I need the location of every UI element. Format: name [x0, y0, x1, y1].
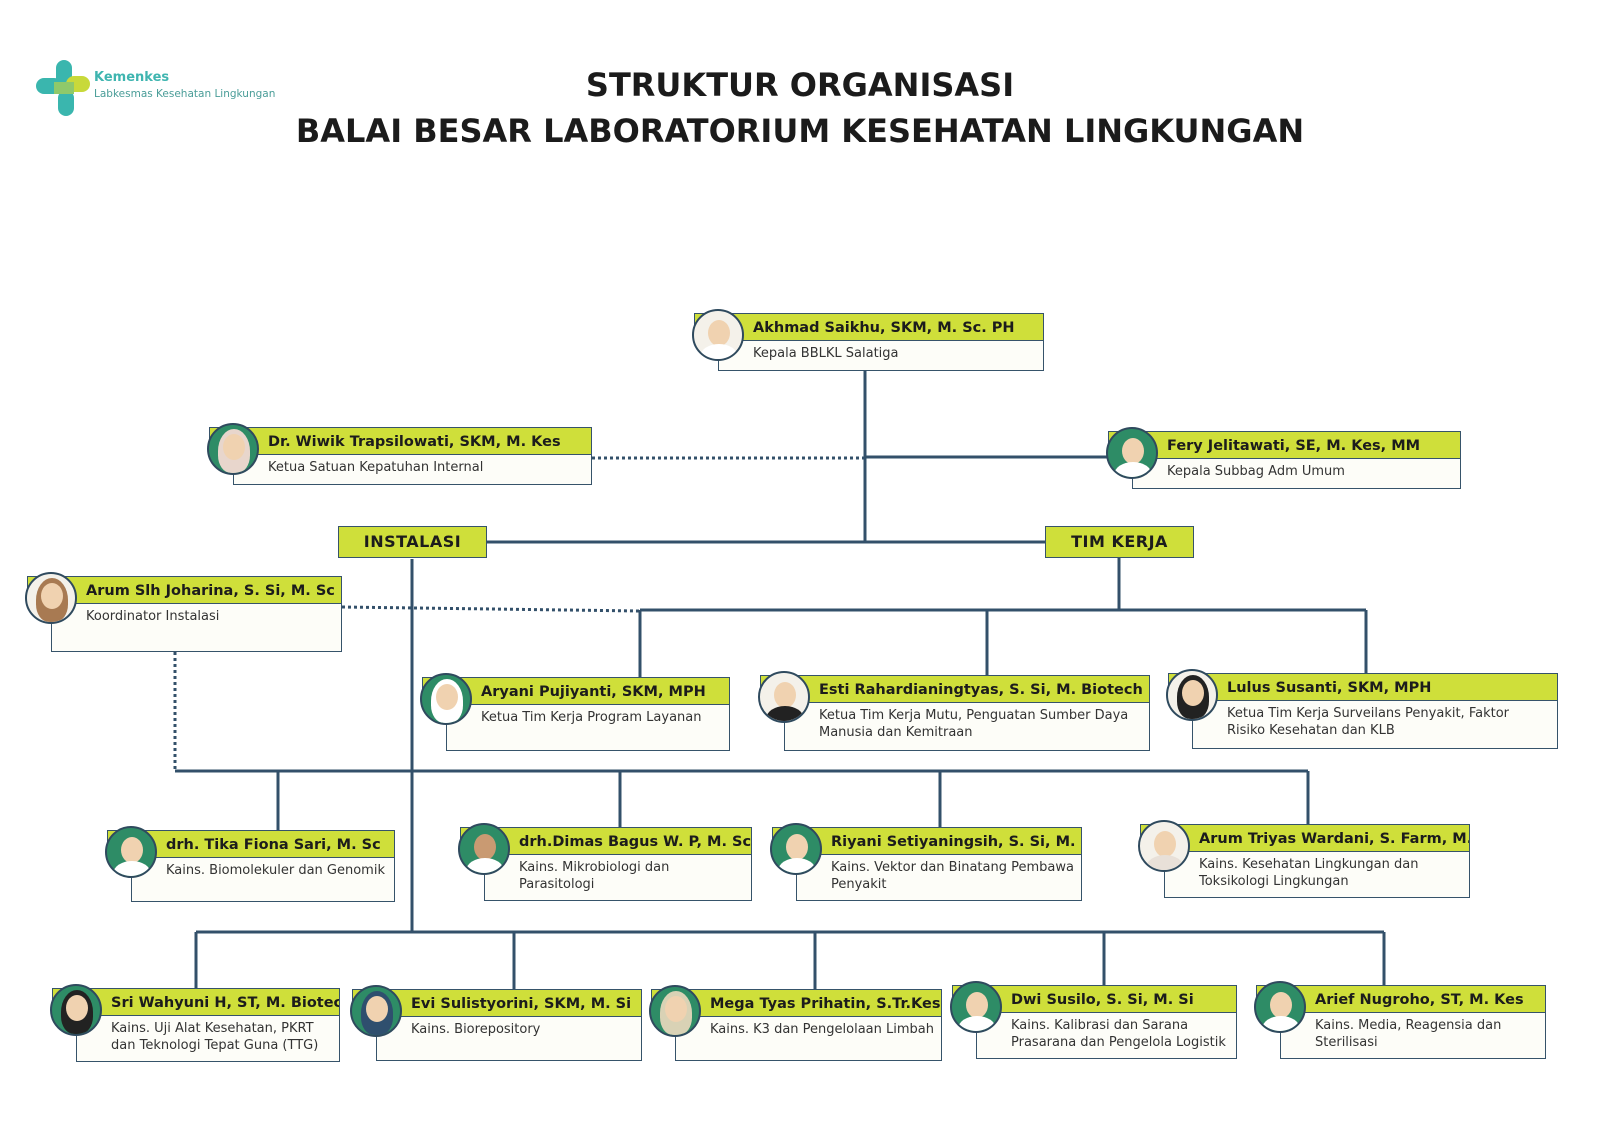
person-avatar: [649, 985, 701, 1037]
person-avatar: [25, 572, 77, 624]
section-tim-kerja: TIM KERJA: [1045, 526, 1194, 558]
person-role: Kains. Vektor dan Binatang Pembawa Penya…: [796, 855, 1082, 901]
person-name: Fery Jelitawati, SE, M. Kes, MM: [1108, 431, 1461, 459]
person-role: Ketua Satuan Kepatuhan Internal: [233, 455, 592, 485]
person-name: Arum Triyas Wardani, S. Farm, M. Si: [1140, 824, 1470, 852]
person-avatar: [1106, 427, 1158, 479]
org-card-instalasi: Mega Tyas Prihatin, S.Tr.Kes Kains. K3 d…: [649, 985, 942, 1061]
kemenkes-logo: Kemenkes Labkesmas Kesehatan Lingkungan: [36, 58, 286, 118]
org-card-spi: Dr. Wiwik Trapsilowati, SKM, M. Kes Ketu…: [207, 423, 592, 485]
person-avatar: [770, 823, 822, 875]
logo-unit: Labkesmas Kesehatan Lingkungan: [94, 88, 276, 100]
org-card-instalasi: drh.Dimas Bagus W. P, M. Sc Kains. Mikro…: [458, 823, 752, 901]
page-title: STRUKTUR ORGANISASI: [585, 66, 1015, 104]
person-avatar: [50, 984, 102, 1036]
person-avatar: [458, 823, 510, 875]
person-avatar: [758, 671, 810, 723]
org-card-tim-kerja: Esti Rahardianingtyas, S. Si, M. Biotech…: [758, 671, 1150, 751]
person-role: Kains. Biorepository: [376, 1017, 642, 1061]
person-role: Kains. Kalibrasi dan Sarana Prasarana da…: [976, 1013, 1237, 1059]
person-avatar: [207, 423, 259, 475]
person-avatar: [350, 985, 402, 1037]
person-role: Kains. Uji Alat Kesehatan, PKRT dan Tekn…: [76, 1016, 340, 1062]
page-subtitle: BALAI BESAR LABORATORIUM KESEHATAN LINGK…: [295, 112, 1305, 150]
kemenkes-logo-icon: [36, 60, 90, 116]
person-role: Ketua Tim Kerja Program Layanan: [446, 705, 730, 751]
person-role: Kains. Biomolekuler dan Genomik: [131, 858, 395, 902]
person-name: Esti Rahardianingtyas, S. Si, M. Biotech: [760, 675, 1150, 703]
person-role: Kains. Kesehatan Lingkungan dan Toksikol…: [1164, 852, 1470, 898]
org-card-instalasi: Evi Sulistyorini, SKM, M. Si Kains. Bior…: [350, 985, 642, 1061]
person-role: Kepala BBLKL Salatiga: [718, 341, 1044, 371]
person-avatar: [950, 981, 1002, 1033]
org-card-instalasi: Riyani Setiyaningsih, S. Si, M. Sc Kains…: [770, 823, 1082, 901]
person-name: Akhmad Saikhu, SKM, M. Sc. PH: [694, 313, 1044, 341]
org-card-head: Akhmad Saikhu, SKM, M. Sc. PH Kepala BBL…: [692, 309, 1044, 371]
org-card-instalasi: Dwi Susilo, S. Si, M. Si Kains. Kalibras…: [950, 981, 1237, 1059]
org-card-subbag: Fery Jelitawati, SE, M. Kes, MM Kepala S…: [1106, 427, 1461, 489]
org-card-instalasi: Sri Wahyuni H, ST, M. Biotech Kains. Uji…: [50, 984, 340, 1062]
org-card-instalasi: drh. Tika Fiona Sari, M. Sc Kains. Biomo…: [105, 826, 395, 902]
org-card-tim-kerja: Aryani Pujiyanti, SKM, MPH Ketua Tim Ker…: [420, 673, 730, 751]
section-instalasi: INSTALASI: [338, 526, 487, 558]
person-role: Kains. Mikrobiologi dan Parasitologi: [484, 855, 752, 901]
org-card-tim-kerja: Lulus Susanti, SKM, MPH Ketua Tim Kerja …: [1166, 669, 1558, 749]
logo-brand: Kemenkes: [94, 70, 170, 85]
person-role: Koordinator Instalasi: [51, 604, 342, 652]
person-name: Lulus Susanti, SKM, MPH: [1168, 673, 1558, 701]
org-card-koordinator: Arum Slh Joharina, S. Si, M. Sc Koordina…: [25, 572, 342, 652]
person-avatar: [1138, 820, 1190, 872]
org-card-instalasi: Arum Triyas Wardani, S. Farm, M. Si Kain…: [1138, 820, 1470, 898]
person-role: Kepala Subbag Adm Umum: [1132, 459, 1461, 489]
person-avatar: [1254, 981, 1306, 1033]
person-avatar: [420, 673, 472, 725]
person-name: Aryani Pujiyanti, SKM, MPH: [422, 677, 730, 705]
person-name: Dr. Wiwik Trapsilowati, SKM, M. Kes: [209, 427, 592, 455]
person-avatar: [1166, 669, 1218, 721]
person-avatar: [692, 309, 744, 361]
person-avatar: [105, 826, 157, 878]
org-card-instalasi: Arief Nugroho, ST, M. Kes Kains. Media, …: [1254, 981, 1546, 1059]
person-role: Ketua Tim Kerja Surveilans Penyakit, Fak…: [1192, 701, 1558, 749]
person-role: Kains. Media, Reagensia dan Sterilisasi: [1280, 1013, 1546, 1059]
person-role: Ketua Tim Kerja Mutu, Penguatan Sumber D…: [784, 703, 1150, 751]
person-role: Kains. K3 dan Pengelolaan Limbah: [675, 1017, 942, 1061]
person-name: Arum Slh Joharina, S. Si, M. Sc: [27, 576, 342, 604]
